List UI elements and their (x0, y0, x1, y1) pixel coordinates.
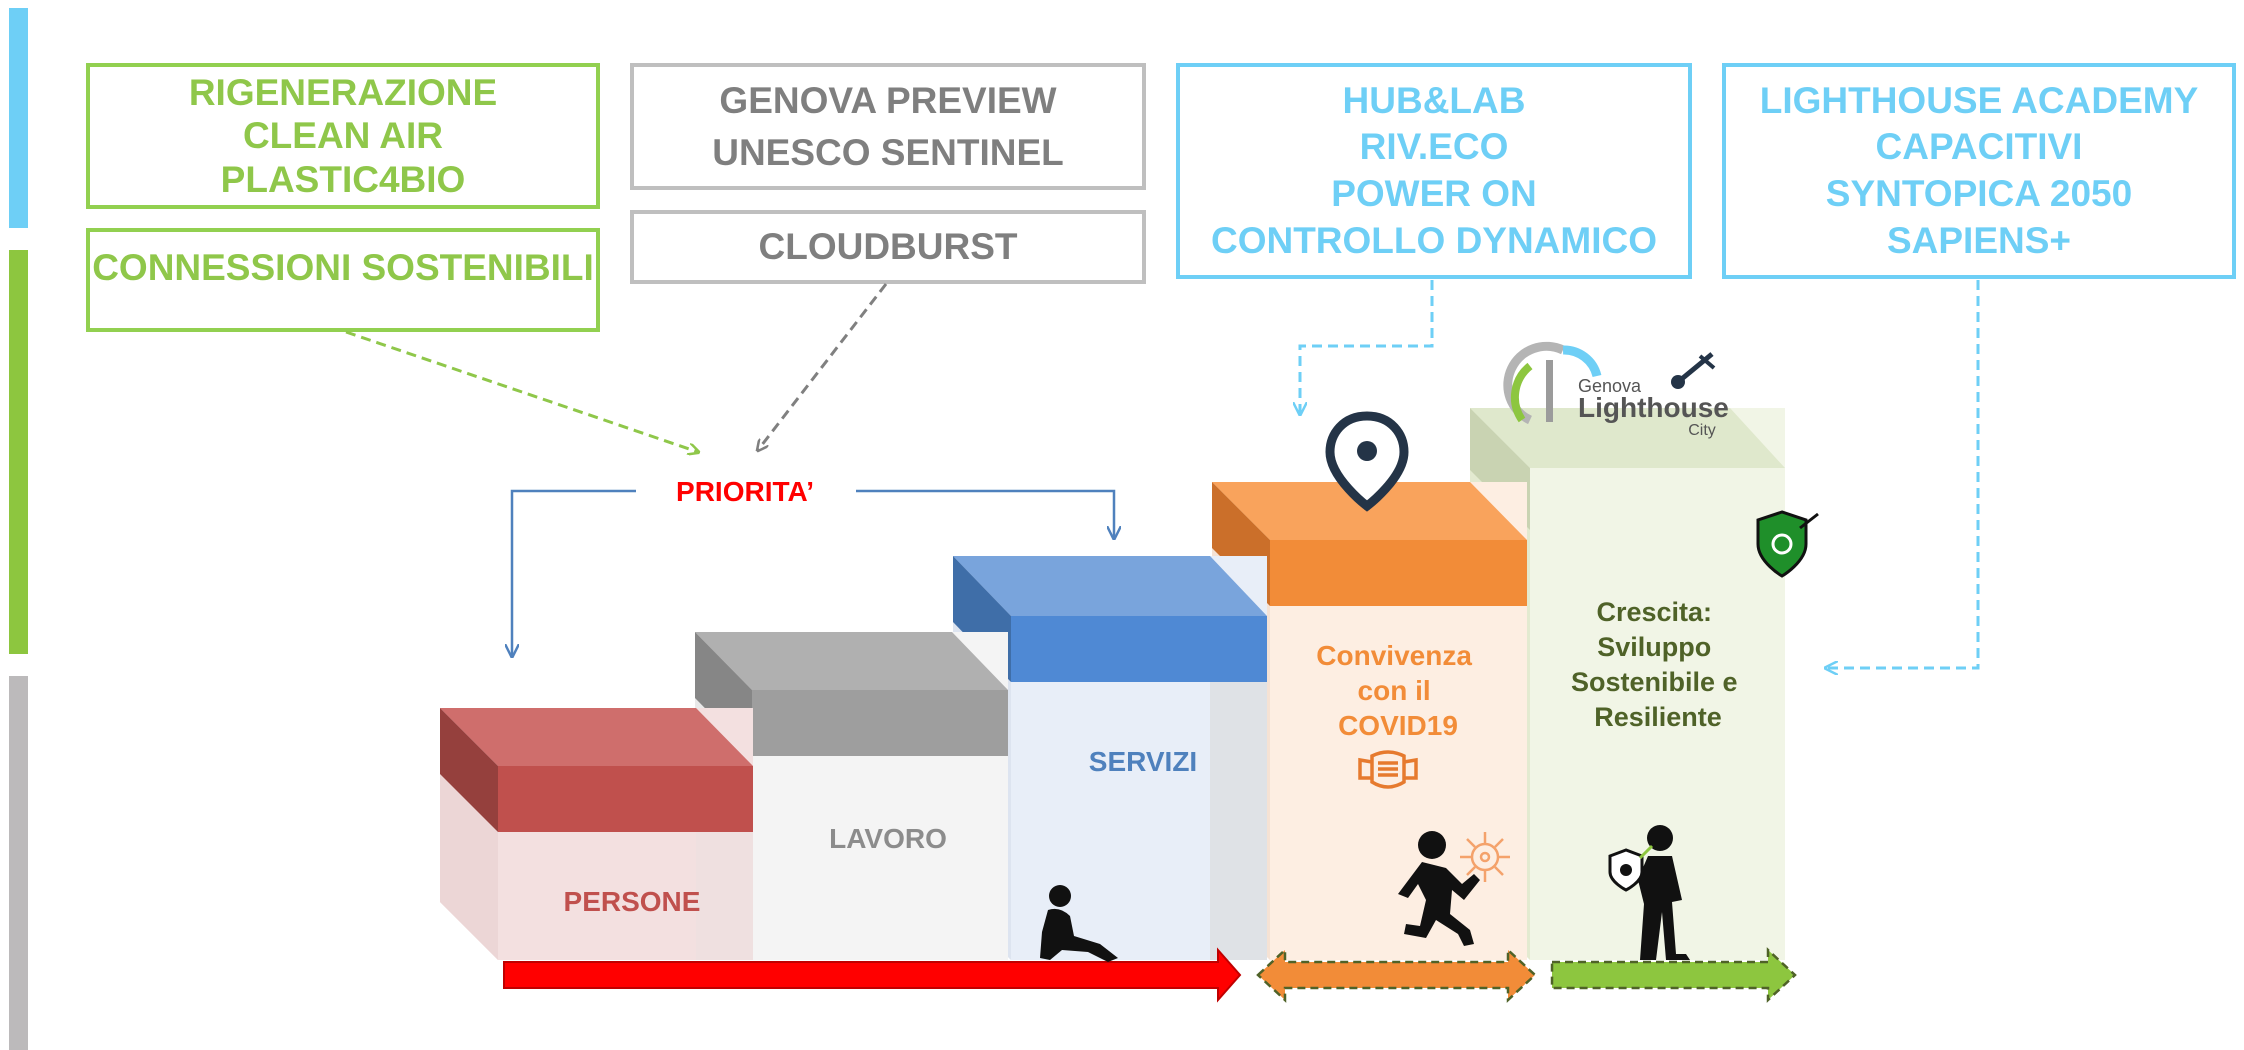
box-line: RIV.ECO (1359, 126, 1509, 168)
sidebar-bar-grey (9, 676, 28, 1050)
shield-virus-icon (1756, 510, 1819, 578)
step-label-line: Sostenibile e (1571, 667, 1738, 697)
project-box-genova-preview: GENOVA PREVIEW UNESCO SENTINEL (630, 63, 1146, 190)
project-box-connessioni: CONNESSIONI SOSTENIBILI (86, 228, 600, 332)
connector-hub-arrow (1300, 280, 1434, 414)
progress-arrow-red (503, 947, 1242, 1003)
box-line: CAPACITIVI (1875, 126, 2083, 168)
project-box-rigenerazione: RIGENERAZIONE CLEAN AIR PLASTIC4BIO (86, 63, 600, 209)
step-label-line: COVID19 (1338, 710, 1458, 741)
sidebar-bar-blue (9, 8, 28, 228)
step-label-line: Sviluppo (1597, 632, 1711, 662)
priority-bracket-right (856, 489, 1114, 538)
box-line: CLOUDBURST (758, 226, 1018, 268)
logo-line-genova: Genova (1578, 376, 1642, 396)
project-box-lighthouse-academy: LIGHTHOUSE ACADEMY CAPACITIVI SYNTOPICA … (1722, 63, 2236, 279)
box-line: CONTROLLO DYNAMICO (1210, 219, 1658, 261)
logo-line-lighthouse: Lighthouse (1578, 392, 1729, 423)
box-line: SAPIENS+ (1886, 219, 2072, 261)
running-person-icon (1398, 831, 1480, 946)
box-line: PLASTIC4BIO (220, 158, 466, 200)
box-line: POWER ON (1331, 173, 1537, 214)
logo-line-city: City (1688, 422, 1716, 439)
box-line: GENOVA PREVIEW (719, 79, 1057, 121)
step-label-persone: PERSONE (564, 886, 701, 917)
step-label-servizi: SERVIZI (1089, 746, 1197, 777)
box-line: RIGENERAZIONE (188, 71, 498, 113)
double-arrow-orange (1256, 947, 1537, 1003)
step-persone (440, 708, 753, 960)
connector-green-arrow (345, 330, 698, 452)
step-label-line: Crescita: (1596, 597, 1712, 627)
box-line: SYNTOPICA 2050 (1825, 173, 2133, 214)
step-label-line: Convivenza (1316, 640, 1472, 671)
arrow-green (1550, 947, 1797, 1003)
standing-person-icon (1618, 825, 1690, 960)
box-line: HUB&LAB (1342, 79, 1526, 121)
box-line: CONNESSIONI SOSTENIBILI (92, 247, 594, 288)
virus-icon (1460, 832, 1510, 882)
step-label-convivenza: Convivenza con il COVID19 (1316, 640, 1479, 741)
sitting-person-icon (1040, 885, 1118, 962)
step-label-lavoro: LAVORO (829, 823, 947, 854)
connector-grey-arrow (758, 283, 888, 450)
lighthouse-logo-icon (1503, 341, 1716, 425)
sidebar-bar-green (9, 250, 28, 654)
project-box-hublab: HUB&LAB RIV.ECO POWER ON CONTROLLO DYNAM… (1176, 63, 1692, 279)
priority-label: PRIORITA’ (676, 476, 814, 507)
box-line: CLEAN AIR (242, 115, 444, 157)
priority-bracket-left (512, 489, 636, 656)
step-label-line: Resiliente (1594, 702, 1722, 732)
step-label-crescita: Crescita: Sviluppo Sostenibile e Resilie… (1571, 597, 1745, 732)
step-label-line: con il (1358, 675, 1431, 706)
box-line: UNESCO SENTINEL (712, 131, 1064, 173)
location-pin-icon (1325, 411, 1409, 512)
mask-icon (1358, 750, 1418, 789)
shield-check-icon (1608, 844, 1654, 892)
project-box-cloudburst: CLOUDBURST (630, 210, 1146, 284)
connector-academy-arrow (1826, 280, 1980, 668)
box-line: LIGHTHOUSE ACADEMY (1759, 79, 2199, 121)
